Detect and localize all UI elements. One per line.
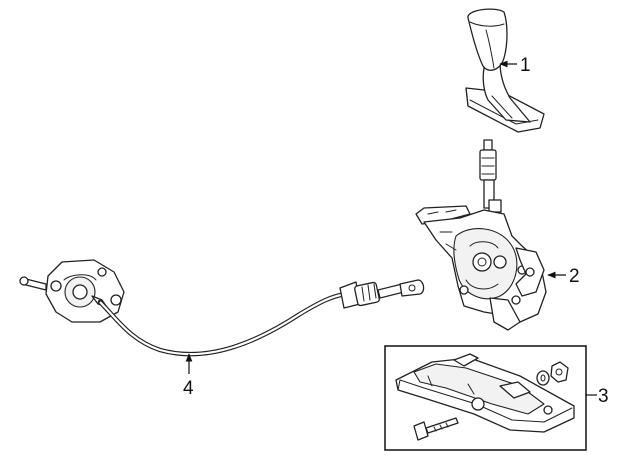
bracket-kit (384, 345, 587, 451)
callout-4: 4 (183, 378, 194, 399)
shift-knob (465, 8, 545, 133)
shifter-assembly (415, 139, 547, 331)
callout-1: 1 (520, 55, 531, 76)
callout-3: 3 (598, 386, 609, 407)
callout-2: 2 (569, 266, 580, 287)
shift-cable (19, 259, 425, 357)
callout-leaders (185, 60, 597, 396)
